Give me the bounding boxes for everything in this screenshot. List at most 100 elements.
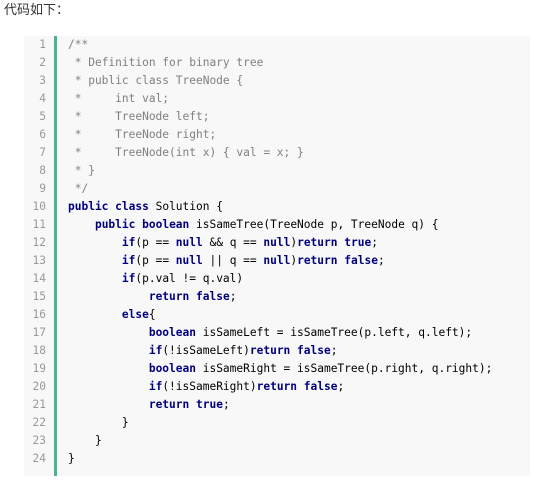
code-text: }: [68, 450, 75, 468]
code-line: 21 return true;: [24, 396, 530, 414]
line-number: 18: [32, 344, 46, 357]
code-keyword: public: [68, 200, 109, 213]
code-token: [68, 344, 149, 357]
code-token: }: [68, 434, 102, 447]
code-line: 4 * int val;: [24, 90, 530, 108]
code-line: 2 * Definition for binary tree: [24, 54, 530, 72]
code-token: ;: [371, 236, 378, 249]
code-keyword: if: [148, 380, 163, 393]
code-keyword: boolean: [148, 362, 196, 375]
code-token: }: [68, 416, 129, 429]
code-token: ;: [337, 380, 345, 393]
code-keyword: boolean: [142, 218, 190, 231]
code-text: }: [68, 414, 129, 432]
code-token: ;: [377, 254, 385, 267]
code-token: ;: [222, 398, 230, 411]
code-token: ;: [229, 290, 237, 303]
line-number: 4: [39, 92, 46, 105]
code-text: boolean isSameRight = isSameTree(p.right…: [68, 360, 493, 378]
code-text: if(p.val != q.val): [68, 270, 243, 288]
line-number: 20: [32, 380, 46, 393]
code-text: * TreeNode(int x) { val = x; }: [68, 144, 304, 162]
code-token: [68, 218, 95, 231]
code-comment: * int val;: [68, 92, 170, 105]
code-line: 6 * TreeNode right;: [24, 126, 530, 144]
code-keyword: false: [303, 380, 338, 393]
code-keyword: return: [297, 254, 338, 267]
code-keyword: else: [121, 308, 149, 321]
line-number: 22: [32, 416, 46, 429]
code-text: return false;: [68, 288, 237, 306]
code-text: if(!isSameRight)return false;: [68, 378, 344, 396]
code-keyword: class: [115, 200, 149, 213]
code-line: 13 if(p == null || q == null)return fals…: [24, 252, 530, 270]
code-line: 15 return false;: [24, 288, 530, 306]
code-comment: * TreeNode(int x) { val = x; }: [68, 146, 304, 159]
code-text: return true;: [68, 396, 230, 414]
code-text: * Definition for binary tree: [68, 54, 264, 72]
code-comment: * }: [68, 164, 95, 177]
code-token: }: [68, 452, 75, 465]
code-text: * }: [68, 162, 95, 180]
code-token: && q ==: [202, 236, 264, 249]
code-line: 3 * public class TreeNode {: [24, 72, 530, 90]
code-token: isSameRight = isSameTree(p.right, q.righ…: [195, 362, 493, 375]
code-token: [68, 398, 149, 411]
code-text: * public class TreeNode {: [68, 72, 243, 90]
line-number: 3: [39, 74, 46, 87]
code-keyword: null: [175, 254, 203, 267]
code-line: 7 * TreeNode(int x) { val = x; }: [24, 144, 530, 162]
code-keyword: true: [196, 398, 223, 411]
code-text: /**: [68, 36, 88, 54]
line-number: 12: [32, 236, 46, 249]
code-token: ): [290, 236, 298, 249]
code-keyword: boolean: [148, 326, 196, 339]
code-comment: * TreeNode left;: [68, 110, 210, 123]
code-token: [189, 290, 196, 303]
code-token: {: [148, 308, 156, 321]
code-token: [68, 362, 149, 375]
code-keyword: null: [175, 236, 203, 249]
line-number: 6: [39, 128, 46, 141]
code-keyword: return: [148, 290, 190, 303]
line-number: 11: [32, 218, 46, 231]
line-number: 8: [39, 164, 46, 177]
code-token: [68, 236, 122, 249]
code-token: [68, 380, 149, 393]
line-number: 13: [32, 254, 46, 267]
line-number: 23: [32, 434, 46, 447]
code-text: * TreeNode left;: [68, 108, 210, 126]
code-keyword: false: [297, 344, 331, 357]
code-comment: */: [68, 182, 89, 195]
code-token: (p ==: [135, 236, 176, 249]
code-token: (!isSameRight): [162, 380, 257, 393]
code-keyword: if: [121, 272, 136, 285]
code-line: 8 * }: [24, 162, 530, 180]
code-token: ;: [330, 344, 338, 357]
code-comment: * Definition for binary tree: [68, 56, 264, 69]
code-text: public boolean isSameTree(TreeNode p, Tr…: [68, 216, 439, 234]
code-text: boolean isSameLeft = isSameTree(p.left, …: [68, 324, 472, 342]
code-line: 22 }: [24, 414, 530, 432]
line-number: 2: [39, 56, 46, 69]
intro-text: 代码如下：: [4, 3, 70, 18]
code-token: (!isSameLeft): [162, 344, 250, 357]
line-number: 17: [32, 326, 46, 339]
code-keyword: return: [297, 236, 338, 249]
line-number: 19: [32, 362, 46, 375]
code-keyword: public: [94, 218, 136, 231]
code-line: 17 boolean isSameLeft = isSameTree(p.lef…: [24, 324, 530, 342]
code-comment: * public class TreeNode {: [68, 74, 244, 87]
code-text: if(p == null && q == null)return true;: [68, 234, 378, 252]
code-token: [68, 254, 122, 267]
code-text: else{: [68, 306, 156, 324]
code-token: ): [290, 254, 298, 267]
code-text: if(!isSameLeft)return false;: [68, 342, 338, 360]
code-keyword: if: [121, 236, 136, 249]
code-keyword: false: [344, 254, 378, 267]
code-keyword: return: [148, 398, 190, 411]
code-keyword: if: [148, 344, 163, 357]
code-line: 9 */: [24, 180, 530, 198]
code-token: [297, 380, 304, 393]
